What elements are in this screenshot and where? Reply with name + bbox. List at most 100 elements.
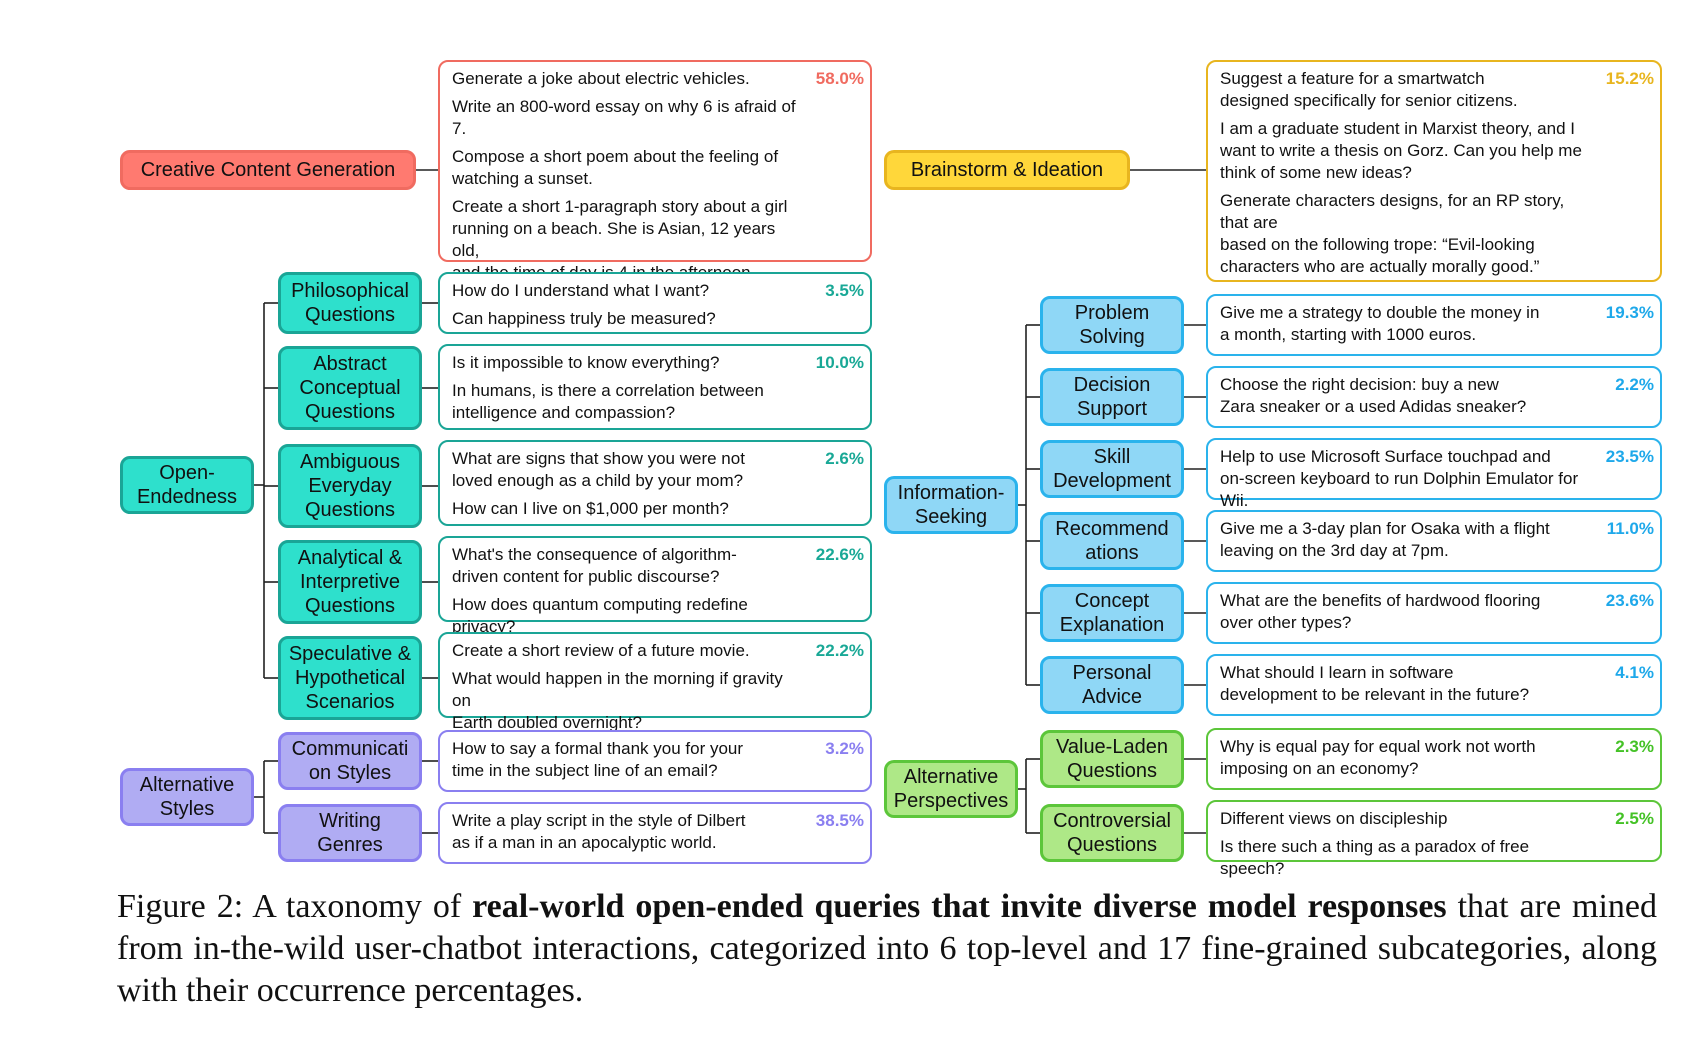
example-query: Different views on discipleship [1220, 809, 1448, 828]
example-query: Write an 800-word essay on why 6 is afra… [452, 97, 796, 138]
examples-box-skill-development: 23.5% Help to use Microsoft Surface touc… [1206, 438, 1662, 510]
category-brainstorm-ideation: Brainstorm & Ideation [884, 150, 1130, 190]
subcategory-label: Speculative & Hypothetical Scenarios [288, 643, 412, 713]
examples-box-writing-genres: 38.5% Write a play script in the style o… [438, 802, 872, 864]
subcategory-communication-styles: Communicati on Styles [278, 732, 422, 790]
category-label: Creative Content Generation [140, 159, 396, 181]
category-alternative-perspectives: Alternative Perspectives [884, 760, 1018, 818]
subcategory-writing-genres: Writing Genres [278, 804, 422, 862]
percentage-label: 58.0% [815, 69, 864, 88]
category-label: Information- Seeking [897, 482, 1005, 528]
examples-box-problem-solving: 19.3% Give me a strategy to double the m… [1206, 294, 1662, 356]
example-query: What should I learn in software developm… [1220, 663, 1530, 704]
example-query: Write a play script in the style of Dilb… [452, 811, 746, 852]
category-label: Alternative Perspectives [893, 766, 1009, 812]
percentage-label: 23.6% [1605, 591, 1654, 610]
subcategory-skill-development: Skill Development [1040, 440, 1184, 498]
example-query: What's the consequence of algorithm- dri… [452, 545, 737, 586]
category-label: Alternative Styles [139, 774, 235, 820]
subcategory-label: Personal Advice [1072, 662, 1152, 708]
category-label: Brainstorm & Ideation [910, 159, 1104, 181]
subcategory-label: Abstract Conceptual Questions [299, 353, 401, 423]
example-query: Why is equal pay for equal work not wort… [1220, 737, 1536, 778]
subcategory-decision-support: Decision Support [1040, 368, 1184, 426]
caption-suffix: that are mined from in-the-wild user-cha… [117, 888, 1658, 1009]
example-query: Is it impossible to know everything? [452, 353, 720, 372]
examples-box-ambiguous-everyday: 2.6% What are signs that show you were n… [438, 440, 872, 526]
examples-box-controversial: 2.5% Different views on discipleship Is … [1206, 800, 1662, 878]
example-query: What are the benefits of hardwood floori… [1220, 591, 1541, 632]
examples-box-decision-support: 2.2% Choose the right decision: buy a ne… [1206, 366, 1662, 428]
figure-caption: Figure 2: A taxonomy of real-world open-… [117, 886, 1657, 1012]
examples-box-analytical-interpretive: 22.6% What's the consequence of algorith… [438, 536, 872, 636]
subcategory-label: Ambiguous Everyday Questions [299, 451, 401, 521]
subcategory-controversial-questions: Controversial Questions [1040, 804, 1184, 862]
subcategory-personal-advice: Personal Advice [1040, 656, 1184, 714]
caption-prefix: Figure 2: A taxonomy of [117, 888, 473, 925]
category-label: Open- Endedness [136, 462, 238, 508]
examples-box-speculative-hypothetical: 22.2% Create a short review of a future … [438, 632, 872, 732]
subcategory-label: Skill Development [1053, 446, 1171, 492]
percentage-label: 2.2% [1615, 375, 1654, 394]
example-query: Is there such a thing as a paradox of fr… [1220, 837, 1530, 878]
example-query: Generate characters designs, for an RP s… [1220, 191, 1565, 276]
examples-box-philosophical: 3.5% How do I understand what I want? Ca… [438, 272, 872, 334]
subcategory-label: Recommend ations [1055, 518, 1169, 564]
examples-box-brainstorm-ideation: 15.2% Suggest a feature for a smartwatch… [1206, 60, 1662, 282]
subcategory-analytical-interpretive-questions: Analytical & Interpretive Questions [278, 540, 422, 624]
percentage-label: 2.6% [825, 449, 864, 468]
subcategory-problem-solving: Problem Solving [1040, 296, 1184, 354]
subcategory-label: Philosophical Questions [291, 280, 409, 326]
subcategory-ambiguous-everyday-questions: Ambiguous Everyday Questions [278, 444, 422, 528]
percentage-label: 2.3% [1615, 737, 1654, 756]
example-query: How do I understand what I want? [452, 281, 710, 300]
caption-bold: real-world open-ended queries that invit… [472, 888, 1447, 925]
subcategory-label: Decision Support [1073, 374, 1151, 420]
subcategory-philosophical-questions: Philosophical Questions [278, 272, 422, 334]
subcategory-abstract-conceptual-questions: Abstract Conceptual Questions [278, 346, 422, 430]
examples-box-communication-styles: 3.2% How to say a formal thank you for y… [438, 730, 872, 792]
example-query: What are signs that show you were not lo… [452, 449, 745, 490]
example-query: In humans, is there a correlation betwee… [452, 381, 764, 422]
example-query: Choose the right decision: buy a new Zar… [1220, 375, 1527, 416]
examples-box-abstract-conceptual: 10.0% Is it impossible to know everythin… [438, 344, 872, 430]
example-query: Give me a strategy to double the money i… [1220, 303, 1540, 344]
percentage-label: 11.0% [1606, 519, 1654, 538]
examples-box-recommendations: 11.0% Give me a 3-day plan for Osaka wit… [1206, 510, 1662, 572]
percentage-label: 19.3% [1605, 303, 1654, 322]
subcategory-label: Writing Genres [317, 810, 383, 856]
percentage-label: 4.1% [1615, 663, 1654, 682]
subcategory-concept-explanation: Concept Explanation [1040, 584, 1184, 642]
category-information-seeking: Information- Seeking [884, 476, 1018, 534]
category-alternative-styles: Alternative Styles [120, 768, 254, 826]
category-open-endedness: Open- Endedness [120, 456, 254, 514]
example-query: Compose a short poem about the feeling o… [452, 147, 779, 188]
percentage-label: 10.0% [815, 353, 864, 372]
subcategory-label: Analytical & Interpretive Questions [297, 547, 403, 617]
example-query: I am a graduate student in Marxist theor… [1220, 119, 1582, 182]
example-query: Give me a 3-day plan for Osaka with a fl… [1220, 519, 1550, 560]
percentage-label: 15.2% [1605, 69, 1654, 88]
subcategory-label: Value-Laden Questions [1056, 736, 1168, 782]
example-query: Suggest a feature for a smartwatch desig… [1220, 69, 1518, 110]
subcategory-label: Controversial Questions [1053, 810, 1171, 856]
example-query: Help to use Microsoft Surface touchpad a… [1220, 447, 1579, 510]
subcategory-label: Problem Solving [1074, 302, 1150, 348]
examples-box-concept-explanation: 23.6% What are the benefits of hardwood … [1206, 582, 1662, 644]
example-query: What would happen in the morning if grav… [452, 669, 783, 732]
percentage-label: 23.5% [1605, 447, 1654, 466]
examples-box-personal-advice: 4.1% What should I learn in software dev… [1206, 654, 1662, 716]
example-query: Create a short 1-paragraph story about a… [452, 197, 788, 282]
subcategory-speculative-hypothetical-scenarios: Speculative & Hypothetical Scenarios [278, 636, 422, 720]
example-query: Generate a joke about electric vehicles. [452, 69, 750, 88]
example-query: Create a short review of a future movie. [452, 641, 750, 660]
subcategory-value-laden-questions: Value-Laden Questions [1040, 730, 1184, 788]
percentage-label: 22.2% [815, 641, 864, 660]
examples-box-value-laden: 2.3% Why is equal pay for equal work not… [1206, 728, 1662, 790]
percentage-label: 2.5% [1615, 809, 1654, 828]
percentage-label: 22.6% [815, 545, 864, 564]
subcategory-label: Concept Explanation [1059, 590, 1165, 636]
percentage-label: 38.5% [815, 811, 864, 830]
